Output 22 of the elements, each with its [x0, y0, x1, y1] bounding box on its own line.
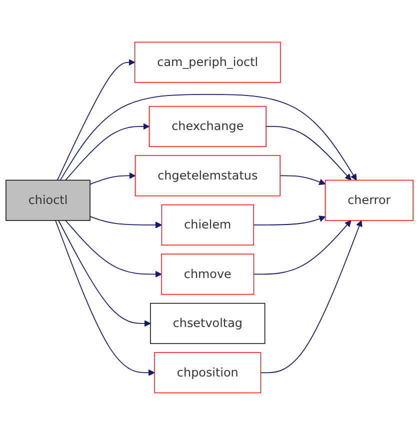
node-box: cam_periph_ioctl: [134, 42, 281, 83]
node-box: chielem: [161, 204, 254, 246]
arrow: [253, 220, 352, 275]
arrow: [60, 94, 357, 181]
node-box: cherror: [324, 180, 414, 221]
arrow: [260, 220, 362, 374]
arrow: [56, 59, 136, 181]
node-box: chexchange: [148, 106, 266, 147]
node-box: chsetvoltag: [150, 302, 266, 344]
arrow: [253, 216, 326, 226]
arrow: [58, 220, 151, 327]
arrow: [90, 216, 162, 228]
arrow: [266, 126, 352, 180]
node-box: chgetelemstatus: [134, 155, 280, 196]
arrow: [65, 220, 162, 278]
arrow: [280, 175, 326, 186]
arrow: [55, 220, 155, 376]
node-box: chioctl: [6, 180, 90, 221]
node-box: chposition: [154, 352, 262, 394]
arrow: [65, 123, 150, 181]
node-box: chmove: [161, 254, 254, 295]
arrow: [90, 172, 136, 185]
